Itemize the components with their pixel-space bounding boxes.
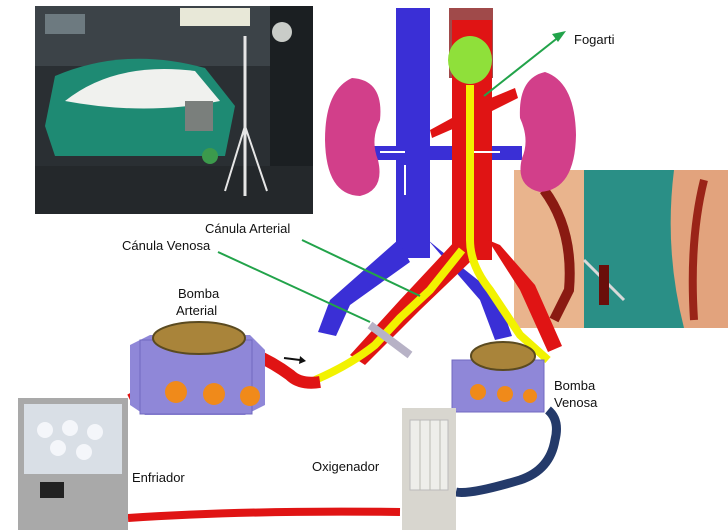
label-oxigenador: Oxigenador	[312, 459, 379, 474]
label-fogarti: Fogarti	[574, 32, 614, 47]
fogarty-balloon	[448, 36, 492, 84]
label-bomba-arterial-2: Arterial	[176, 303, 217, 318]
annotation-lines	[218, 36, 560, 322]
label-enfriador: Enfriador	[132, 470, 185, 485]
label-bomba-arterial-1: Bomba	[178, 286, 219, 301]
arrow-right-icon	[284, 356, 306, 364]
left-kidney	[325, 78, 380, 196]
label-bomba-venosa-1: Bomba	[554, 378, 595, 393]
return-tubing	[128, 512, 400, 518]
venous-pump	[452, 342, 544, 412]
label-canula-arterial: Cánula Arterial	[205, 221, 290, 236]
venous-tubing	[456, 410, 556, 493]
oxygenator-unit	[402, 408, 456, 530]
label-bomba-venosa-2: Venosa	[554, 395, 597, 410]
arterial-pump	[130, 322, 265, 415]
label-canula-venosa: Cánula Venosa	[122, 238, 210, 253]
right-kidney	[520, 72, 576, 192]
cooler-unit	[18, 398, 128, 530]
